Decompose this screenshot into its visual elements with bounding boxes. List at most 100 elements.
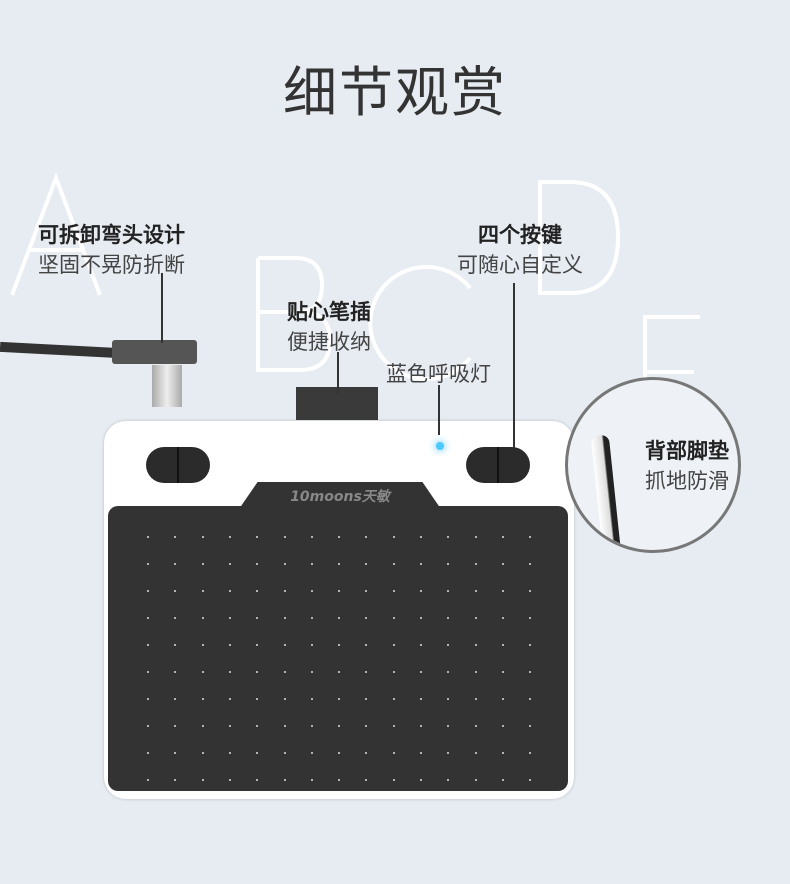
grid-dot (310, 752, 313, 754)
grid-dot (392, 617, 395, 619)
grid-dot (283, 752, 286, 754)
grid-dot (283, 698, 286, 700)
grid-dot (420, 752, 422, 754)
grid-dot (474, 617, 477, 619)
grid-dot (501, 752, 504, 754)
active-area (108, 506, 568, 791)
pointer-line-a (161, 273, 163, 343)
grid-dot (283, 725, 286, 727)
grid-dot (228, 671, 231, 673)
grid-dot (474, 536, 477, 538)
grid-dot (474, 752, 477, 754)
grid-dot (365, 698, 368, 700)
grid-dot (501, 590, 504, 592)
grid-dot (228, 752, 231, 754)
grid-dot (529, 671, 532, 673)
grid-dot (147, 617, 149, 619)
grid-dot (474, 725, 477, 727)
grid-dot (420, 644, 422, 646)
grid-dot (365, 644, 368, 646)
pointer-line-c (438, 385, 440, 435)
grid-dot (174, 617, 177, 619)
grid-dot (392, 725, 395, 727)
grid-dot (310, 563, 313, 565)
pointer-line-d (513, 283, 515, 448)
grid-dot (283, 563, 286, 565)
feature-pen-holder: 贴心笔插 便捷收纳 (287, 296, 371, 356)
grid-dot (283, 779, 286, 781)
grid-dot (310, 536, 313, 538)
grid-dot (501, 698, 504, 700)
feature-cable: 可拆卸弯头设计 坚固不晃防折断 (38, 219, 185, 279)
grid-dot (392, 644, 395, 646)
feature-desc: 坚固不晃防折断 (38, 253, 185, 277)
grid-dot (174, 698, 177, 700)
grid-dot (310, 671, 313, 673)
grid-dot (174, 590, 177, 592)
grid-dot (228, 644, 231, 646)
grid-dot (392, 563, 395, 565)
grid-dot (310, 644, 313, 646)
grid-dot (256, 644, 259, 646)
grid-dot (420, 779, 422, 781)
grid-dot (392, 779, 395, 781)
elbow-plug (112, 340, 197, 364)
grid-dot (256, 617, 259, 619)
grid-dot (147, 563, 149, 565)
grid-dot (447, 698, 450, 700)
grid-dot (529, 725, 532, 727)
grid-dot (447, 752, 450, 754)
express-keys-right (466, 447, 530, 483)
grid-dot (529, 617, 532, 619)
grid-dot (447, 617, 450, 619)
grid-dot (501, 725, 504, 727)
grid-dot (338, 536, 341, 538)
grid-dot (392, 752, 395, 754)
grid-dot (201, 725, 204, 727)
grid-dot (501, 617, 504, 619)
grid-dot (310, 590, 313, 592)
grid-dot (147, 671, 149, 673)
grid-dot (228, 590, 231, 592)
grid-dot (310, 617, 313, 619)
feet-closeup (565, 377, 741, 553)
grid-dot (529, 779, 532, 781)
grid-dot (174, 644, 177, 646)
express-keys-left (146, 447, 210, 483)
feature-desc: 便捷收纳 (287, 330, 371, 354)
page-title: 细节观赏 (283, 61, 507, 124)
grid-dot (474, 563, 477, 565)
grid-dot (365, 725, 368, 727)
grid-dot (310, 779, 313, 781)
breathing-light (436, 442, 444, 450)
grid-dot (256, 590, 259, 592)
grid-dot (501, 563, 504, 565)
grid-dot (228, 563, 231, 565)
grid-dot (201, 752, 204, 754)
grid-dot (474, 671, 477, 673)
grid-dot (447, 590, 450, 592)
grid-dot (501, 671, 504, 673)
grid-dot (256, 752, 259, 754)
grid-dot (147, 536, 149, 538)
grid-dot (310, 698, 313, 700)
grid-dot (474, 698, 477, 700)
grid-dot (474, 644, 477, 646)
grid-dot (420, 563, 422, 565)
grid-dot (420, 671, 422, 673)
grid-dot (201, 698, 204, 700)
grid-dot (529, 644, 532, 646)
grid-dot (201, 779, 204, 781)
feature-desc: 蓝色呼吸灯 (386, 362, 491, 386)
grid-dot (338, 671, 341, 673)
grid-dot (338, 725, 341, 727)
grid-dot (474, 590, 477, 592)
grid-dot (201, 590, 204, 592)
grid-dot (310, 725, 313, 727)
feature-light: 蓝色呼吸灯 (386, 358, 491, 388)
grid-dot (474, 779, 477, 781)
grid-dot (147, 779, 149, 781)
grid-dot (283, 536, 286, 538)
brand-logo: 10moons天敏 (290, 489, 390, 505)
grid-dot (365, 563, 368, 565)
